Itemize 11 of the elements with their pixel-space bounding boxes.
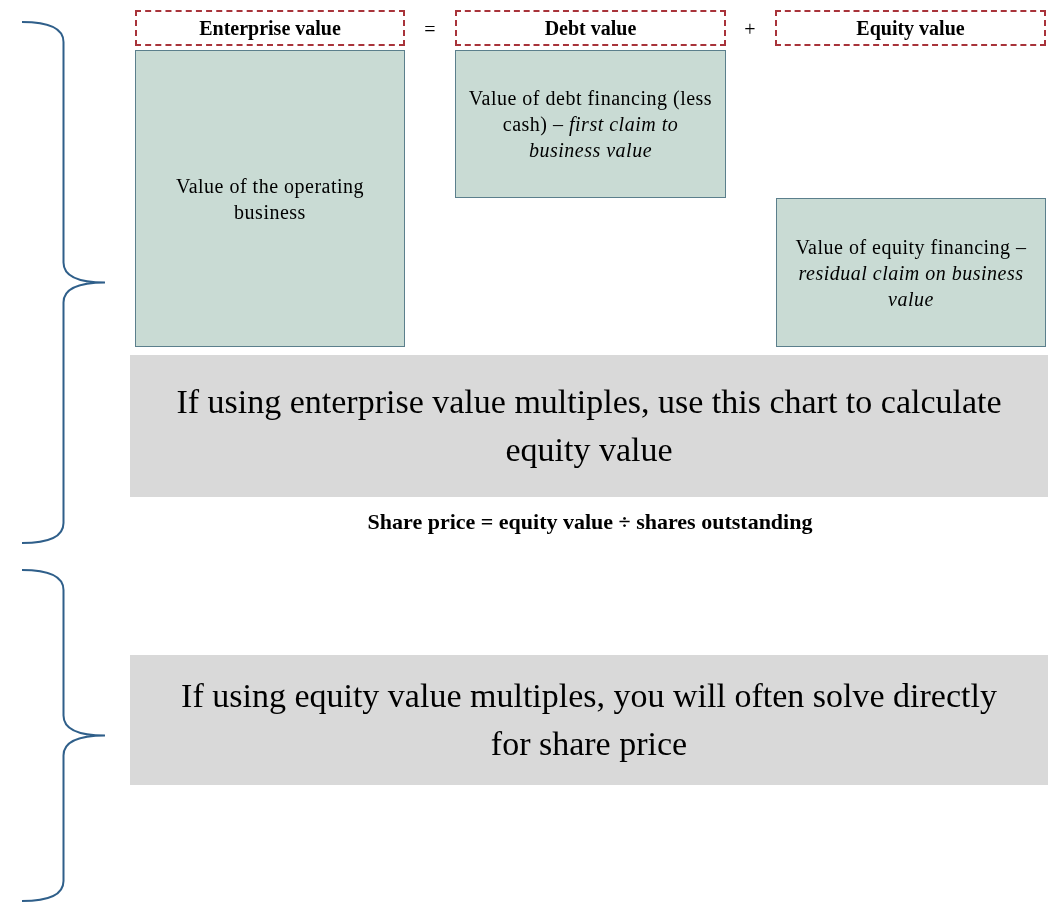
header-box: Equity value (775, 10, 1046, 46)
header-box: Debt value (455, 10, 726, 46)
plus-sign: + (743, 17, 757, 42)
formula-text: Share price = equity value ÷ shares outstanding (366, 508, 814, 536)
note-panel: If using enterprise value multiples, use this chart to calculate equity value (130, 355, 1048, 497)
value-box: Value of debt financing (less cash) – first claim to business value (455, 50, 726, 198)
value-box: Value of the operating business (135, 50, 405, 347)
value-box: Value of equity financing – residual claim on business value (776, 198, 1046, 347)
note-panel: If using equity value multiples, you will often solve directly for share price (130, 655, 1048, 785)
header-box: Enterprise value (135, 10, 405, 46)
equals-sign: = (423, 17, 437, 42)
